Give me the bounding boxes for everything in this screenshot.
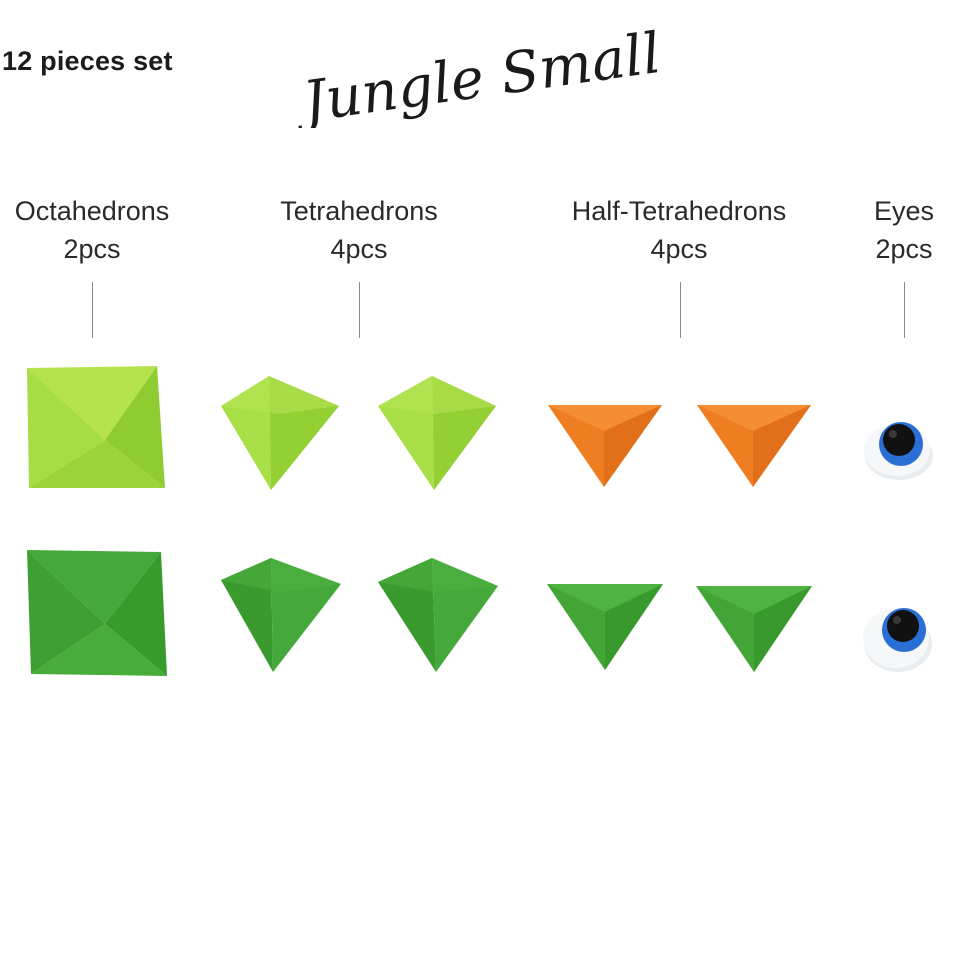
category-tetrahedrons: Tetrahedrons 4pcs (280, 192, 438, 268)
category-name: Tetrahedrons (280, 196, 438, 226)
set-count-label: 12 pieces set (2, 46, 173, 76)
category-name: Eyes (873, 196, 935, 226)
octahedron-dark-green (27, 550, 167, 676)
leader-line (680, 282, 681, 338)
half-tetrahedron-orange (697, 405, 811, 487)
category-count: 2pcs (63, 234, 121, 264)
eye-piece (864, 422, 933, 480)
tetrahedron-light-green (221, 376, 339, 490)
category-name: Octahedrons (14, 196, 170, 226)
half-tetrahedron-dark-green (696, 586, 812, 672)
leader-line (92, 282, 93, 338)
tetrahedron-dark-green (378, 558, 498, 672)
product-title-text: Jungle Small (296, 21, 665, 128)
eye-piece (863, 608, 932, 672)
category-count: 4pcs (650, 234, 708, 264)
octahedron-light-green (27, 366, 165, 488)
tetrahedron-light-green (378, 376, 496, 490)
leader-line (904, 282, 905, 338)
category-half-tetrahedrons: Half-Tetrahedrons 4pcs (572, 192, 787, 268)
leader-line (359, 282, 360, 338)
tetrahedron-dark-green (221, 558, 341, 672)
category-count: 2pcs (875, 234, 933, 264)
half-tetrahedron-dark-green (547, 584, 663, 670)
category-name: Half-Tetrahedrons (571, 196, 787, 226)
product-title: Jungle Small (296, 21, 665, 128)
category-octahedrons: Octahedrons 2pcs (15, 192, 170, 268)
category-count: 4pcs (330, 234, 388, 264)
half-tetrahedron-orange (548, 405, 662, 487)
category-eyes: Eyes 2pcs (874, 192, 934, 268)
